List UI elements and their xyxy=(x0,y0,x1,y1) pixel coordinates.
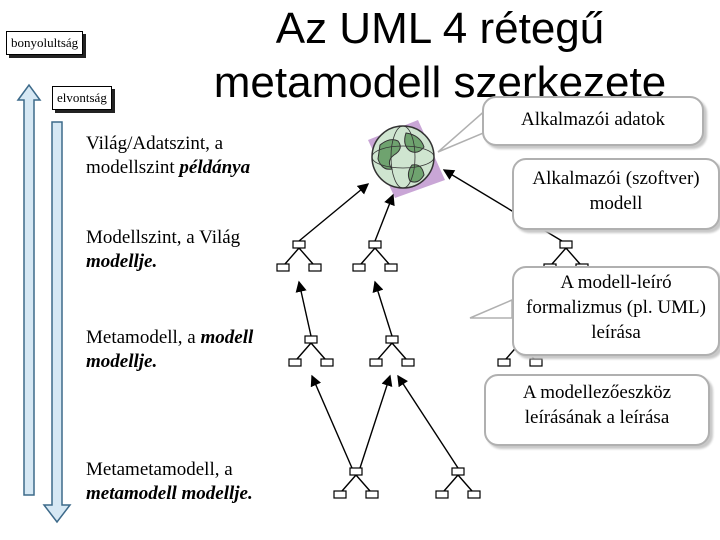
tree-node-icon xyxy=(352,240,398,272)
level-model: Modellszint, a Világ modellje. xyxy=(86,226,296,274)
level-meta-emph: modell modellje. xyxy=(86,327,254,372)
tree-node-icon xyxy=(435,467,481,499)
title-line-1: Az UML 4 rétegű xyxy=(275,4,605,53)
globe-icon xyxy=(368,120,445,198)
level-meta-text: Metamodell, a xyxy=(86,327,201,348)
level-metameta: Metametamodell, a metamodell modellje. xyxy=(86,458,326,506)
level-world-emph: példánya xyxy=(179,157,251,178)
slide-title: Az UML 4 rétegű metamodell szerkezete xyxy=(205,2,675,110)
callout-tool: A modellezőeszköz leírásának a leírása xyxy=(484,374,710,446)
level-model-emph: modellje. xyxy=(86,251,158,272)
tree-node-icon xyxy=(369,335,415,367)
abstraction-arrow xyxy=(42,121,72,524)
level-meta: Metamodell, a modell modellje. xyxy=(86,326,316,374)
level-model-text: Modellszint, a Világ xyxy=(86,227,241,248)
level-metameta-text: Metametamodell, a xyxy=(86,459,233,480)
callout-pointer-uml xyxy=(469,298,513,319)
complexity-arrow xyxy=(16,83,42,496)
callout-uml: A modell-leíró formalizmus (pl. UML) leí… xyxy=(512,266,720,356)
callout-app-data: Alkalmazói adatok xyxy=(482,96,704,146)
level-world-text: Világ/Adatszint, a modellszint xyxy=(86,133,224,178)
tree-node-icon xyxy=(333,467,379,499)
level-metameta-emph: metamodell modellje. xyxy=(86,483,253,504)
level-world: Világ/Adatszint, a modellszint példánya xyxy=(86,132,306,180)
callout-app-model: Alkalmazói (szoftver) modell xyxy=(512,158,720,230)
abstraction-tag: elvontság xyxy=(52,86,112,110)
complexity-tag: bonyolultság xyxy=(6,31,84,55)
